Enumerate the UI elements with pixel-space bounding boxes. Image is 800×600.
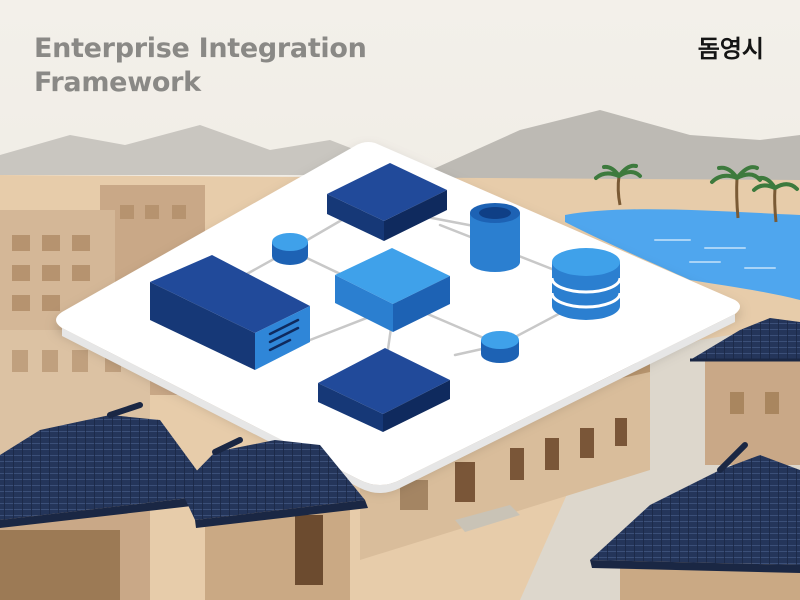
hanok-roof-left	[0, 402, 218, 600]
hanok-roof-right	[590, 442, 800, 600]
connector-node-icon	[272, 233, 308, 265]
building-right	[690, 318, 800, 465]
river-ripples	[654, 239, 776, 269]
server-icon	[318, 348, 450, 432]
palm-tree-icon	[594, 163, 642, 206]
hanok-roof-center	[180, 437, 368, 600]
palm-tree-icon	[710, 165, 762, 219]
connector-node-icon	[481, 331, 519, 363]
database-icon	[470, 203, 520, 272]
title-line-2: Framework	[34, 67, 201, 98]
platform-edge	[62, 314, 735, 493]
brand-label: 돔영시	[697, 35, 764, 63]
server-icon	[150, 255, 310, 370]
page-title: Enterprise Integration Framework	[34, 32, 367, 100]
hanok-roofs	[0, 402, 800, 600]
mountain-left	[0, 125, 420, 175]
title-line-1: Enterprise Integration	[34, 33, 367, 64]
mountain-right	[420, 110, 800, 200]
river	[565, 209, 800, 300]
server-icon	[327, 163, 447, 241]
palm-tree-icon	[752, 175, 799, 223]
database-icon	[550, 248, 622, 320]
palm-trees	[594, 163, 799, 223]
integration-hub-icon	[335, 248, 450, 332]
